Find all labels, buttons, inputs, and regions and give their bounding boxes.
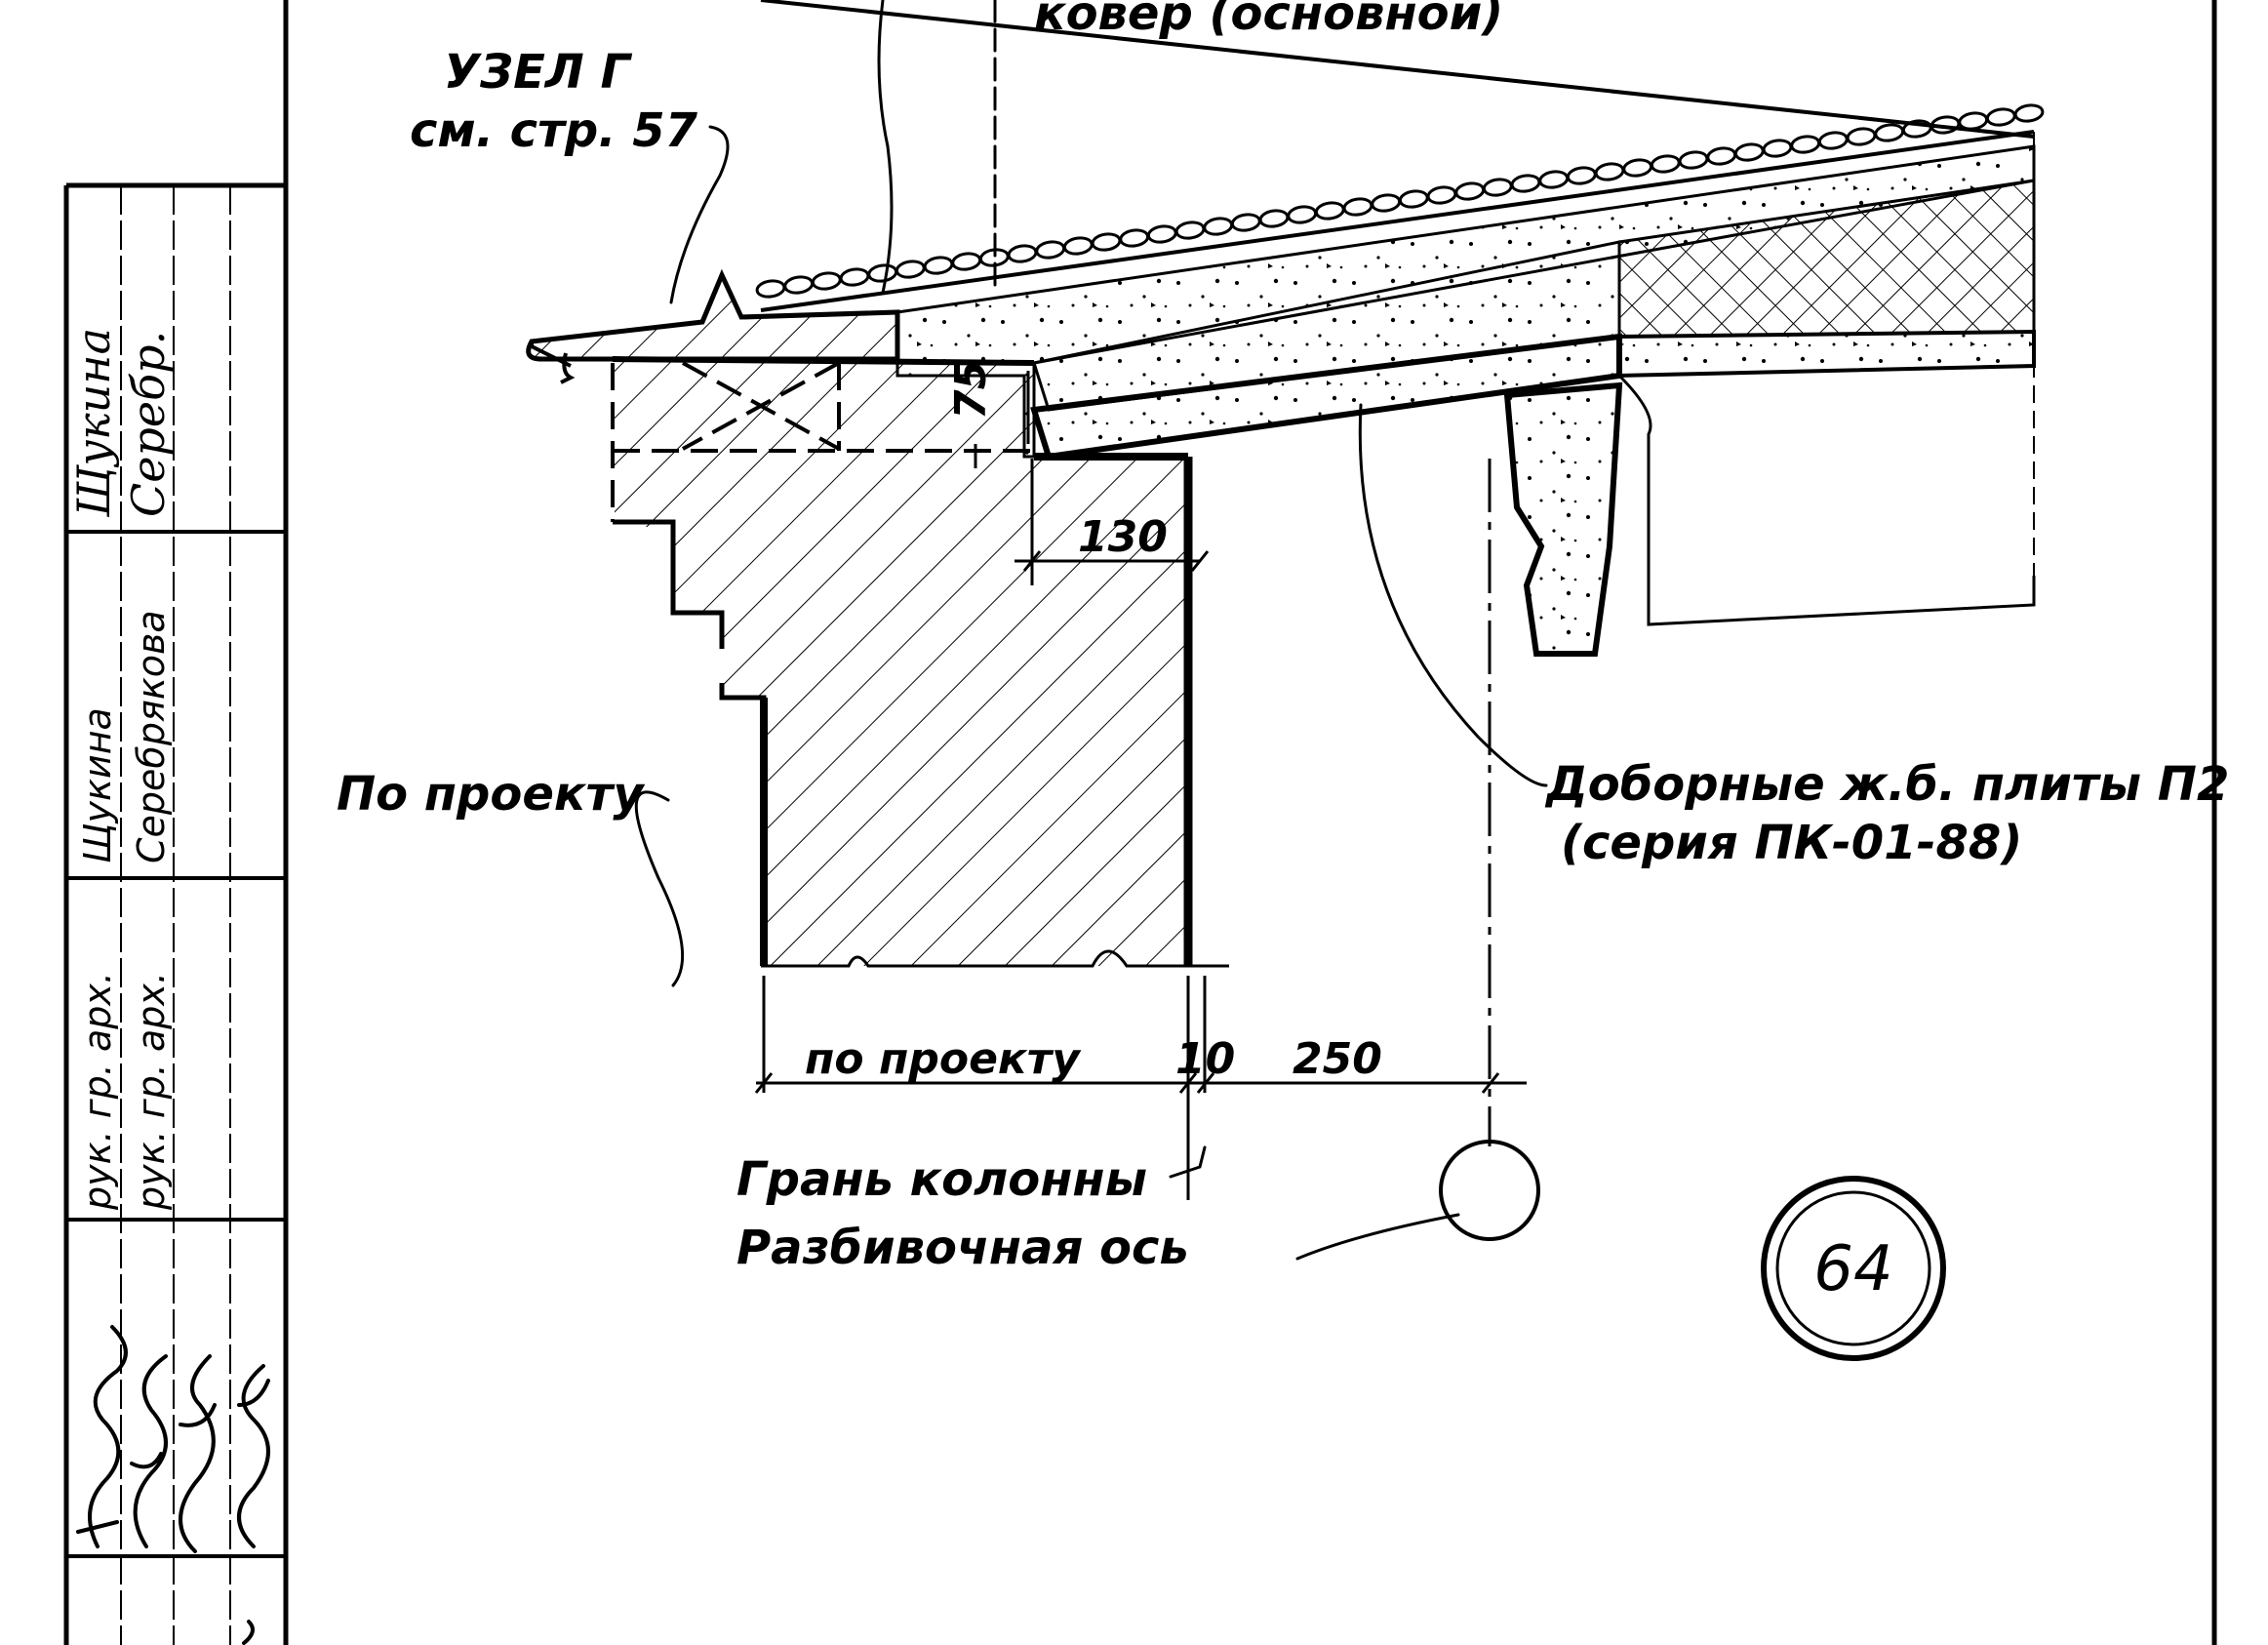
- dimension-lines: [754, 371, 1527, 1200]
- gravel-pebble: [1958, 111, 1989, 131]
- gravel-pebble: [1817, 131, 1849, 150]
- gravel-pebble: [923, 256, 954, 275]
- gravel-pebble: [1146, 224, 1177, 244]
- sheet-frame: [283, 0, 2217, 1645]
- gravel-pebble: [1790, 135, 1821, 154]
- gravel-pebble: [1426, 185, 1457, 205]
- gravel-layer: [755, 103, 2045, 299]
- title-name-1: Щукина: [76, 707, 119, 863]
- gravel-pebble: [1398, 189, 1429, 209]
- sheet-number: 64: [1813, 1233, 1892, 1305]
- dim-po-proektu: по проекту: [805, 1034, 1082, 1084]
- gravel-pebble: [1091, 232, 1122, 252]
- gravel-pebble: [1566, 166, 1597, 185]
- gravel-pebble: [1230, 213, 1261, 232]
- gravel-pebble: [867, 263, 898, 283]
- signature-scribbles: [76, 1325, 270, 1645]
- gravel-pebble: [1062, 236, 1094, 256]
- gravel-pebble: [1119, 228, 1150, 248]
- title-block: рук. гр. арх. рук. гр. арх. Щукина Сереб…: [63, 182, 286, 1645]
- label-dobornye-2: (серия ПК-01-88): [1561, 816, 2022, 870]
- roof-buildup: [526, 0, 2045, 657]
- label-uzel-line2: см. стр. 57: [410, 103, 698, 158]
- gravel-pebble: [1007, 244, 1038, 263]
- dim-250: 250: [1293, 1034, 1382, 1084]
- gravel-pebble: [1203, 217, 1234, 236]
- gravel-pebble: [839, 267, 870, 287]
- gravel-pebble: [1706, 146, 1737, 166]
- gravel-pebble: [1342, 197, 1373, 217]
- title-name-2: Серебрякова: [130, 610, 173, 863]
- gravel-pebble: [1650, 154, 1681, 174]
- label-uzel-line1: УЗЕЛ Г: [444, 45, 632, 100]
- gravel-pebble: [1371, 193, 1402, 213]
- gravel-pebble: [1314, 201, 1345, 221]
- sheet-number-stamp: 64: [1761, 1176, 1946, 1361]
- title-role-2: рук. гр. арх.: [130, 972, 173, 1211]
- gravel-pebble: [951, 252, 982, 271]
- label-kover: ковер (основной): [1034, 0, 1503, 41]
- annotations: ковер (основной) УЗЕЛ Г см. стр. 57 По п…: [337, 0, 2229, 1275]
- label-po-proektu: По проекту: [337, 767, 645, 822]
- gravel-pebble: [1762, 139, 1793, 158]
- label-razbivochnaya-os: Разбивочная ось: [736, 1221, 1189, 1275]
- gravel-pebble: [1174, 221, 1206, 240]
- gravel-pebble: [1538, 170, 1570, 189]
- gravel-pebble: [2013, 103, 2045, 123]
- dim-75: 75: [946, 360, 996, 420]
- gravel-pebble: [1035, 240, 1066, 260]
- dim-10: 10: [1175, 1034, 1235, 1084]
- gravel-pebble: [1846, 127, 1877, 146]
- gravel-pebble: [1874, 123, 1905, 142]
- signature-1: Щукина: [67, 328, 120, 518]
- gravel-pebble: [1258, 209, 1290, 228]
- dim-130: 130: [1078, 512, 1168, 562]
- gravel-pebble: [1985, 107, 2016, 127]
- gravel-pebble: [1510, 174, 1541, 193]
- gravel-pebble: [1594, 162, 1625, 181]
- gravel-pebble: [811, 271, 842, 291]
- label-gran-kolonny: Грань колонны: [736, 1152, 1147, 1207]
- gravel-pebble: [1482, 178, 1513, 197]
- gravel-pebble: [755, 279, 786, 299]
- label-dobornye-1: Доборные ж.б. плиты П2: [1544, 757, 2229, 812]
- gravel-pebble: [783, 275, 815, 295]
- gravel-pebble: [1454, 181, 1486, 201]
- leader-lines: [634, 0, 1548, 1261]
- gravel-pebble: [895, 260, 926, 279]
- gravel-pebble: [1287, 205, 1318, 224]
- signature-2: Серебр.: [122, 331, 175, 517]
- grid-axis: [1439, 459, 1540, 1241]
- gravel-pebble: [1733, 142, 1765, 162]
- title-role-1: рук. гр. арх.: [76, 972, 119, 1211]
- gravel-pebble: [1622, 158, 1653, 178]
- column-section: [611, 361, 1229, 968]
- gravel-pebble: [1678, 150, 1709, 170]
